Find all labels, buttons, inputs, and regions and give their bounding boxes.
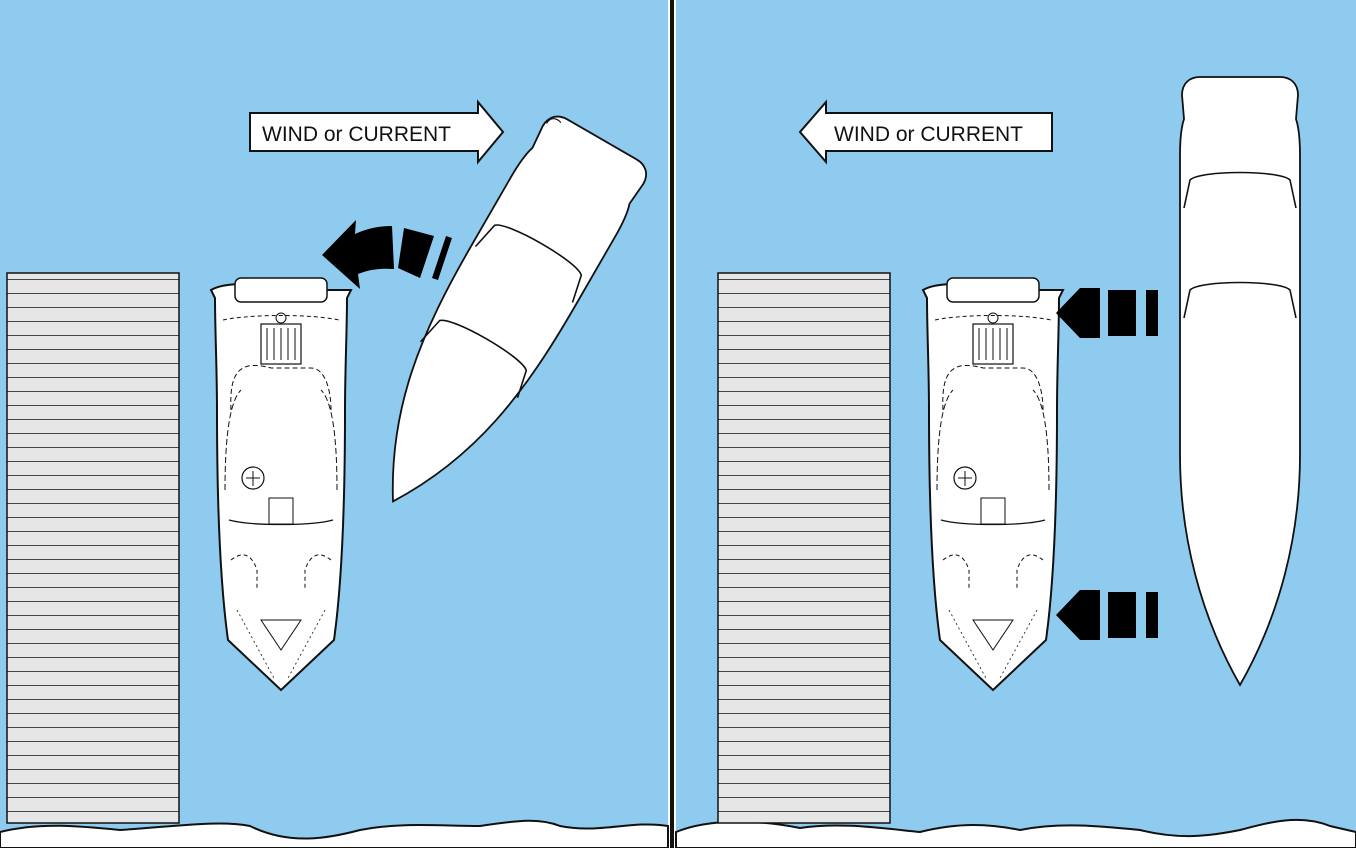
wind-current-label: WIND or CURRENT	[834, 123, 1023, 146]
boat-top-view	[923, 278, 1063, 690]
boat-top-view	[211, 278, 351, 690]
left-panel: WIND or CURRENT	[0, 0, 668, 848]
right-panel: WIND or CURRENT	[676, 0, 1356, 848]
wind-current-label: WIND or CURRENT	[262, 123, 451, 146]
dock	[718, 273, 890, 823]
dock	[7, 273, 179, 823]
